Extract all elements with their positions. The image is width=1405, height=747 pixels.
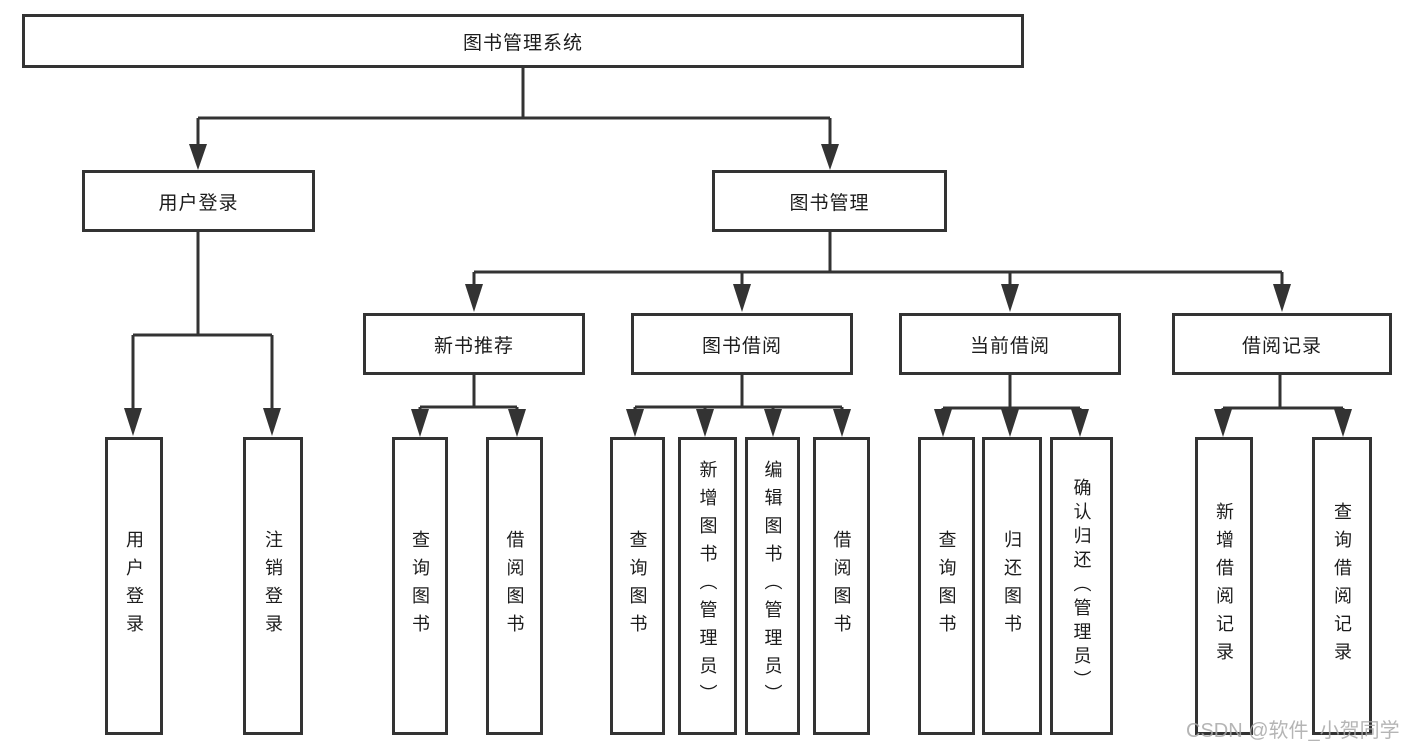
node-borrowing-records: 借阅记录 bbox=[1172, 313, 1392, 375]
leaf-query-borrow-record: 查询借阅记录 bbox=[1312, 437, 1372, 735]
node-label: 借阅记录 bbox=[1241, 335, 1322, 357]
leaf-confirm-return-admin: 确认归还（管理员） bbox=[1050, 437, 1113, 735]
node-label: 用户登录 bbox=[124, 530, 144, 642]
csdn-watermark: CSDN @软件_小贺同学 bbox=[1186, 720, 1400, 742]
leaf-query-books: 查询图书 bbox=[918, 437, 975, 735]
node-label: 借阅图书 bbox=[831, 530, 852, 642]
node-current-borrowing: 当前借阅 bbox=[899, 313, 1121, 375]
node-label: 查询图书 bbox=[627, 530, 648, 642]
node-label: 查询图书 bbox=[936, 530, 957, 642]
node-label: 编辑图书（管理员） bbox=[762, 460, 783, 712]
node-label: 确认归还（管理员） bbox=[1071, 478, 1092, 694]
leaf-logout: 注销登录 bbox=[243, 437, 303, 735]
node-label: 注销登录 bbox=[263, 530, 283, 642]
node-label: 图书管理系统 bbox=[462, 32, 583, 54]
node-label: 当前借阅 bbox=[969, 335, 1050, 357]
leaf-add-book-admin: 新增图书（管理员） bbox=[678, 437, 737, 735]
node-label: 借阅图书 bbox=[504, 530, 525, 642]
leaf-user-login: 用户登录 bbox=[105, 437, 163, 735]
leaf-add-borrow-record: 新增借阅记录 bbox=[1195, 437, 1253, 735]
node-label: 图书管理 bbox=[789, 192, 870, 214]
node-label: 新书推荐 bbox=[433, 335, 514, 357]
node-user-login: 用户登录 bbox=[82, 170, 315, 232]
node-label: 新增借阅记录 bbox=[1214, 502, 1234, 670]
node-label: 新增图书（管理员） bbox=[697, 460, 718, 712]
node-label: 查询借阅记录 bbox=[1332, 502, 1352, 670]
leaf-query-books: 查询图书 bbox=[392, 437, 448, 735]
node-label: 用户登录 bbox=[158, 192, 239, 214]
node-label: 图书借阅 bbox=[701, 335, 782, 357]
node-new-book-recommendation: 新书推荐 bbox=[363, 313, 585, 375]
node-label: 查询图书 bbox=[410, 530, 430, 642]
node-book-borrowing: 图书借阅 bbox=[631, 313, 853, 375]
leaf-query-books: 查询图书 bbox=[610, 437, 665, 735]
node-library-management-system: 图书管理系统 bbox=[22, 14, 1024, 68]
leaf-edit-book-admin: 编辑图书（管理员） bbox=[745, 437, 800, 735]
leaf-borrow-books: 借阅图书 bbox=[813, 437, 870, 735]
leaf-borrow-books: 借阅图书 bbox=[486, 437, 543, 735]
node-label: 归还图书 bbox=[1002, 530, 1022, 642]
node-book-management: 图书管理 bbox=[712, 170, 947, 232]
leaf-return-books: 归还图书 bbox=[982, 437, 1042, 735]
